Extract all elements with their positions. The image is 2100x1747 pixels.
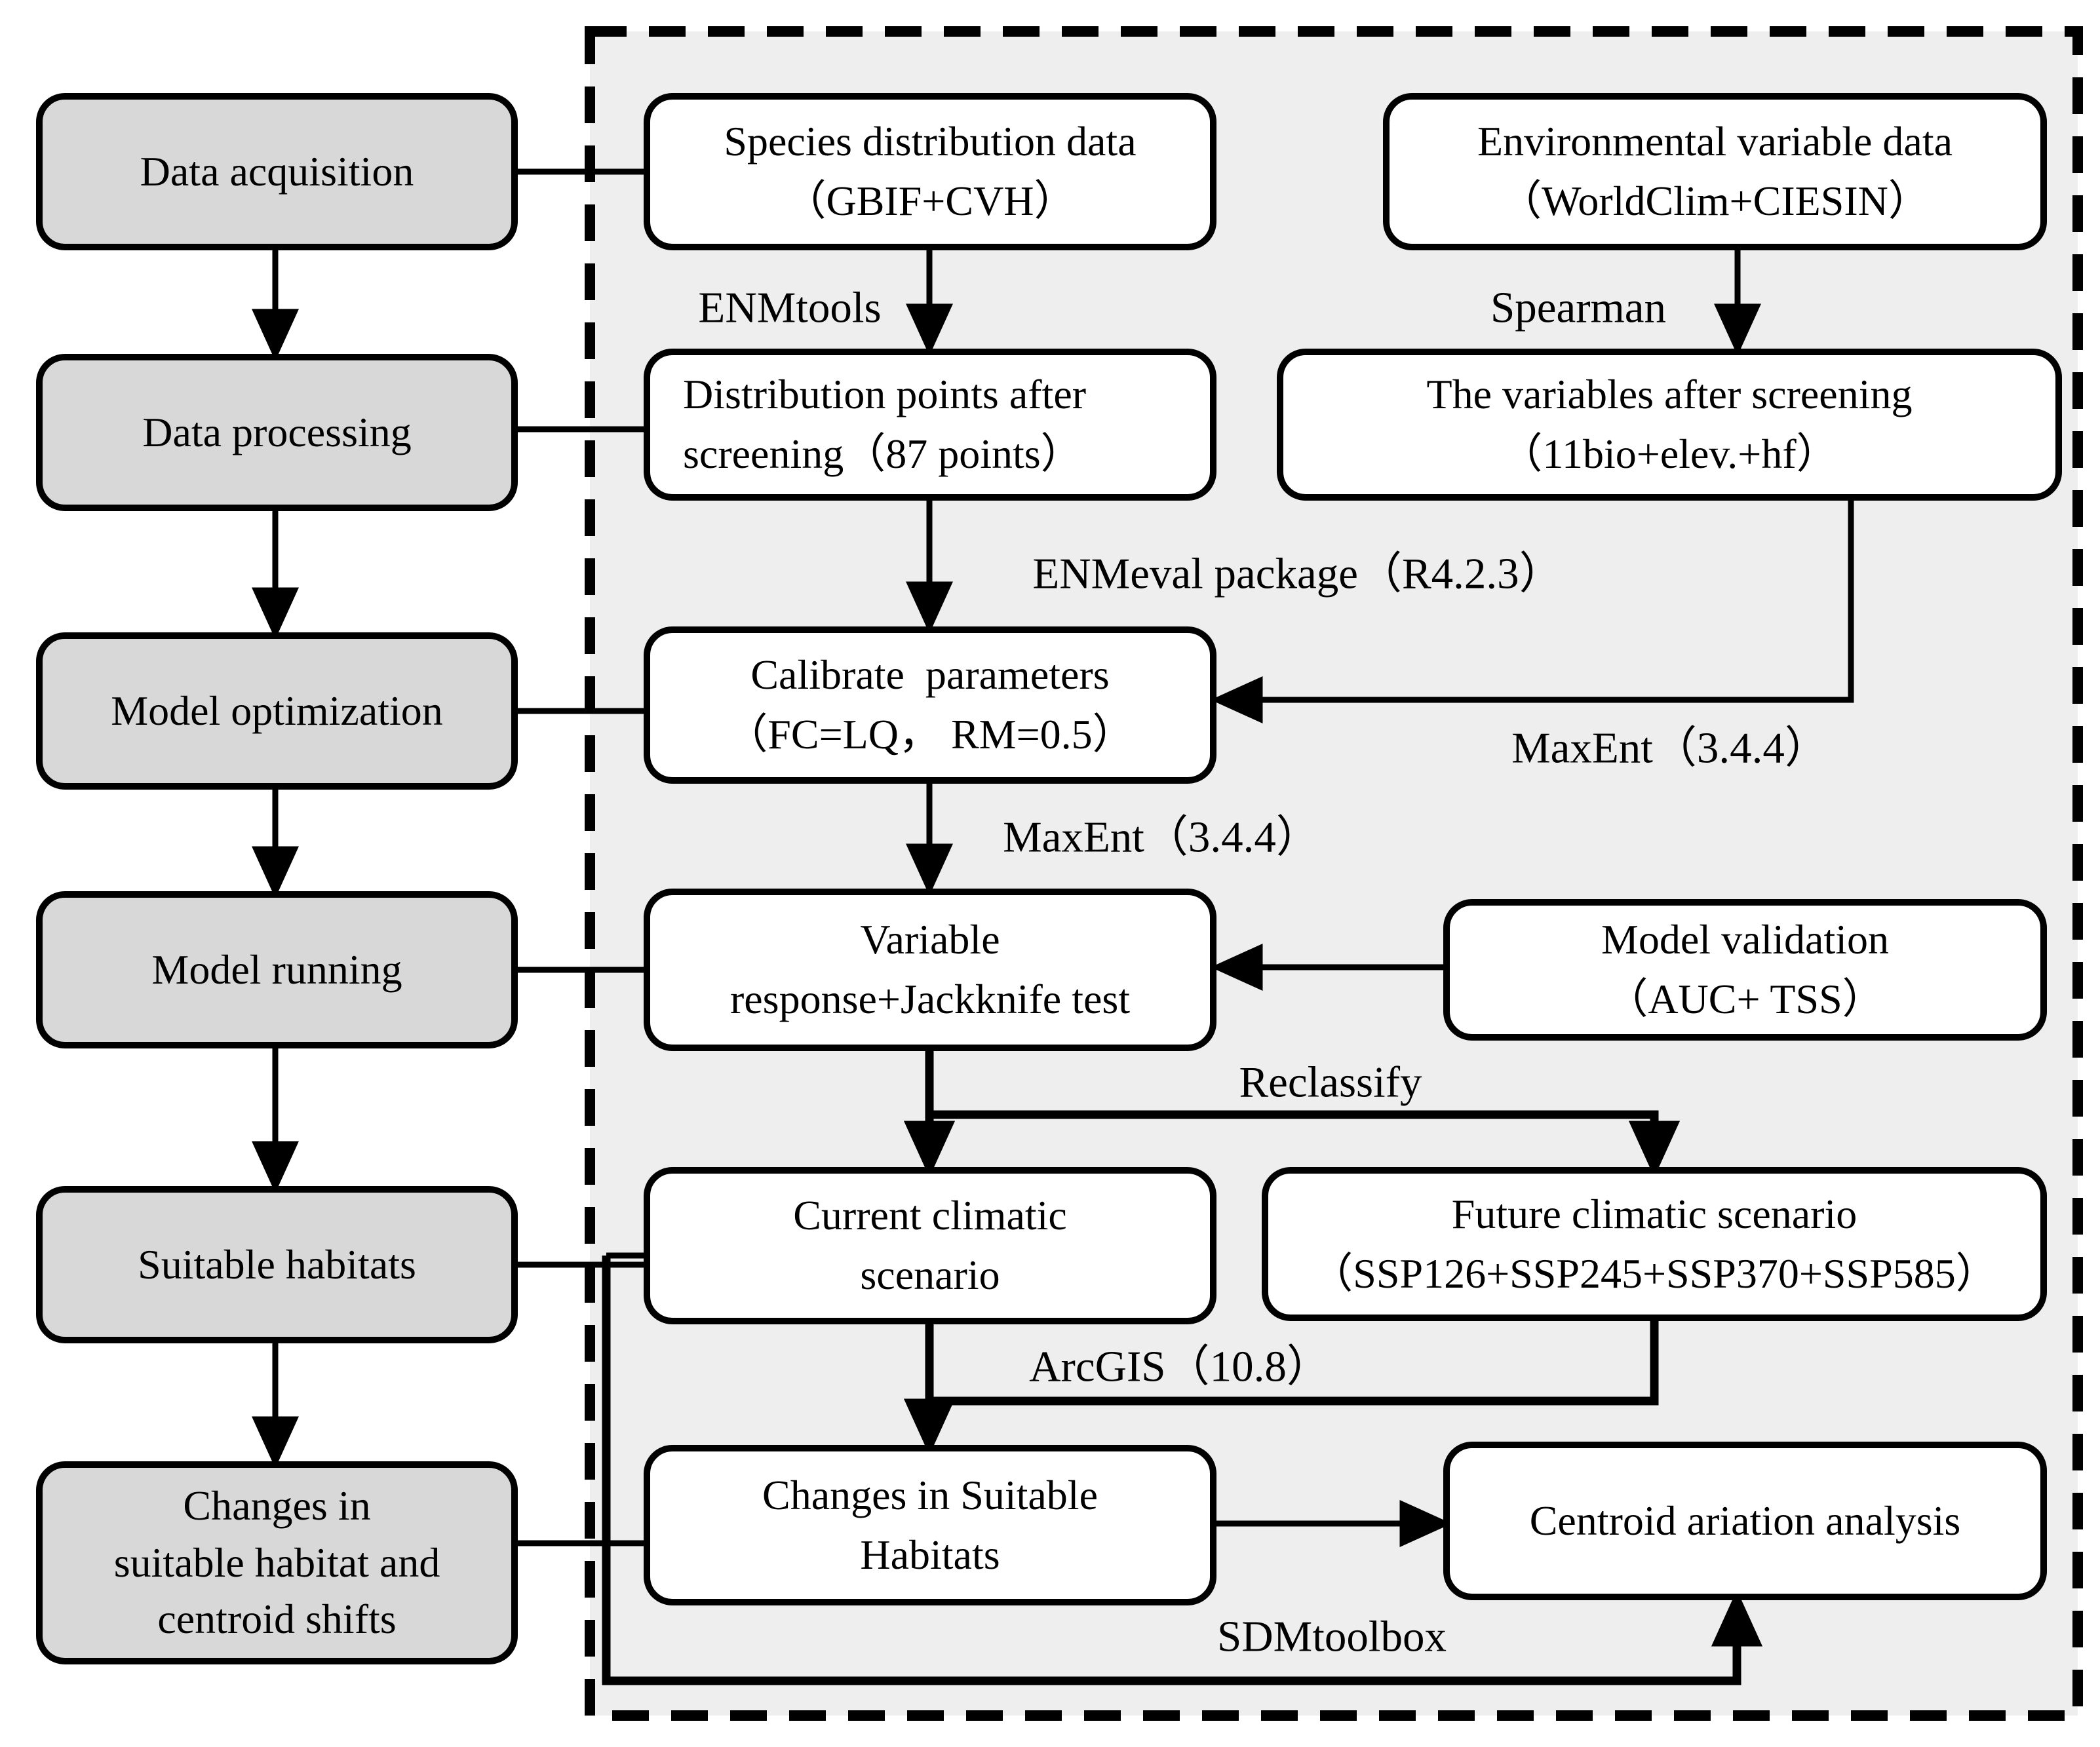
node-label-line2: （11bio+elev.+hf） (1500, 431, 1838, 477)
stage-label: Model optimization (111, 687, 443, 734)
routing-lines (602, 1051, 1763, 1685)
node-label-line2: scenario (860, 1252, 1000, 1298)
node-label-line1: Future climatic scenario (1451, 1190, 1857, 1237)
arrowhead-down-icon (252, 587, 299, 640)
node-label-line1: Variable (860, 916, 1000, 963)
node-label-line2: （AUC+ TSS） (1606, 976, 1884, 1022)
node-label-line2: Habitats (860, 1531, 1000, 1578)
arrowhead-right-icon (1399, 1500, 1452, 1547)
workflow-panel-dashed-border (585, 26, 2083, 1721)
edge-label-spearman: Spearman (1490, 283, 1666, 332)
stage-model-running: Model running (36, 891, 518, 1048)
node-model-validation: Model validation （AUC+ TSS） (1443, 899, 2047, 1041)
stage-label-line2: suitable habitat and (113, 1539, 440, 1586)
stage-label: Model running (151, 946, 402, 993)
process-arrows (906, 249, 1854, 1547)
stage-arrows (252, 250, 299, 1469)
stage-data-acquisition: Data acquisition (36, 93, 518, 250)
node-label-line1: Current climatic (793, 1192, 1067, 1239)
node-variable-response-jackknife: Variable response+Jackknife test (644, 889, 1216, 1051)
edge-label-reclassify: Reclassify (1239, 1058, 1422, 1107)
arrowhead-down-icon (252, 1141, 299, 1193)
stage-connectors (518, 168, 644, 1546)
edge-label-maxent-into-calibrate: MaxEnt（3.4.4） (1511, 723, 1829, 773)
arrowhead-left-icon (1211, 676, 1263, 723)
node-label-line1: Species distribution data (724, 118, 1137, 165)
node-label-line1: Model validation (1601, 916, 1890, 963)
node-label-line2: response+Jackknife test (729, 976, 1131, 1022)
bottom-route-to-centroid (602, 1256, 1741, 1685)
stage-model-optimization: Model optimization (36, 632, 518, 790)
node-label-line1: The variables after screening (1426, 371, 1913, 418)
arrowhead-down-icon (252, 846, 299, 898)
node-current-climatic-scenario: Current climatic scenario (644, 1167, 1216, 1324)
node-environmental-variable-data: Environmental variable data （WorldClim+C… (1383, 93, 2047, 250)
stage-suitable-habitats: Suitable habitats (36, 1186, 518, 1343)
stage-data-processing: Data processing (36, 354, 518, 511)
node-changes-in-suitable-habitats: Changes in Suitable Habitats (644, 1445, 1216, 1605)
node-species-distribution-data: Species distribution data （GBIF+CVH） (644, 93, 1216, 250)
node-label-line2: （FC=LQ， RM=0.5） (726, 711, 1135, 758)
arrowhead-down-icon (906, 303, 953, 356)
node-label-line1: Changes in Suitable (762, 1471, 1098, 1518)
node-calibrate-parameters: Calibrate parameters （FC=LQ， RM=0.5） (644, 626, 1216, 784)
node-label-line2: screening（87 points） (683, 431, 1083, 477)
elbow-vars-to-calibrate (1261, 495, 1854, 703)
node-label-line1: Centroid ariation analysis (1529, 1497, 1961, 1544)
edge-label-sdmtoolbox: SDMtoolbox (1217, 1612, 1447, 1661)
node-centroid-variation-analysis: Centroid ariation analysis (1443, 1442, 2047, 1600)
arrowhead-down-icon (903, 1121, 956, 1178)
arrowhead-down-icon (906, 843, 953, 896)
node-label-line1: Calibrate parameters (750, 651, 1110, 699)
arrowhead-down-icon (1628, 1121, 1681, 1178)
arrowhead-left-icon (1211, 944, 1263, 991)
edge-label-arcgis: ArcGIS（10.8） (1029, 1342, 1331, 1391)
node-variables-after-screening: The variables after screening （11bio+ele… (1277, 349, 2062, 501)
node-label-line2: （SSP126+SSP245+SSP370+SSP585） (1311, 1250, 1998, 1297)
node-future-climatic-scenario: Future climatic scenario （SSP126+SSP245+… (1262, 1167, 2047, 1321)
node-label-line2: （GBIF+CVH） (784, 178, 1076, 224)
arrowhead-up-icon (1711, 1590, 1763, 1647)
stage-label-line3: centroid shifts (157, 1596, 397, 1643)
edge-label-maxent-to-response: MaxEnt（3.4.4） (1003, 813, 1320, 862)
stage-label: Suitable habitats (138, 1240, 416, 1288)
node-label-line1: Environmental variable data (1477, 118, 1953, 165)
stage-label: Data processing (142, 408, 412, 455)
node-label-line1: Distribution points after (683, 371, 1087, 418)
edge-label-enmeval-package: ENMeval package（R4.2.3） (1032, 549, 1563, 598)
arrowhead-down-icon (1714, 303, 1761, 356)
edge-label-enmtools: ENMtools (698, 283, 882, 332)
stage-changes-centroid-shifts: Changes in suitable habitat and centroid… (36, 1461, 518, 1664)
arrowhead-down-icon (252, 309, 299, 361)
stage-label-line1: Changes in (183, 1482, 371, 1529)
elbow-future-to-merge (929, 1321, 1659, 1406)
node-distribution-points-after-screening: Distribution points after screening（87 p… (644, 349, 1216, 501)
arrowhead-down-icon (252, 1416, 299, 1469)
stage-label: Data acquisition (140, 147, 414, 195)
arrowhead-down-icon (906, 581, 953, 634)
node-label-line2: （WorldClim+CIESIN） (1500, 178, 1930, 224)
